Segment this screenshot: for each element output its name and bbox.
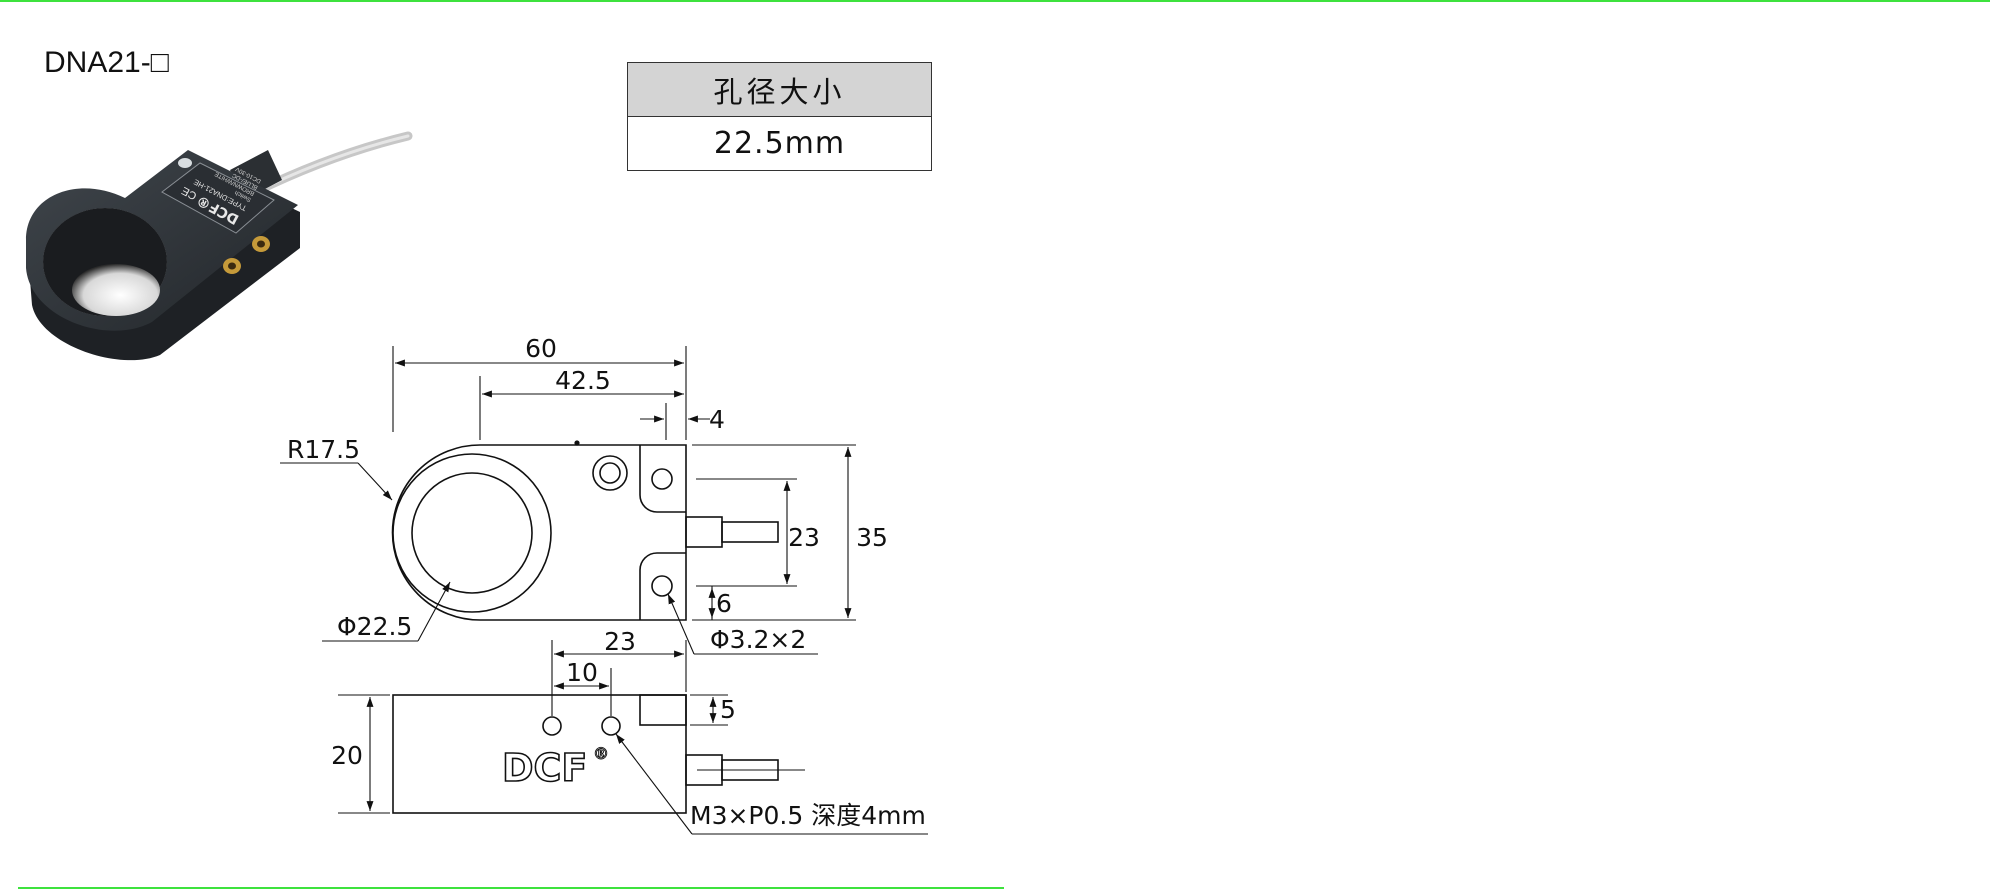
side-view [392, 694, 805, 814]
dim-35: 35 [856, 523, 888, 552]
dim-23-vertical: 23 [788, 523, 820, 552]
spec-table-header: 孔径大小 [627, 62, 932, 117]
side-view-dimensions [338, 640, 928, 835]
dim-60: 60 [525, 334, 557, 363]
dim-20: 20 [331, 741, 363, 770]
led-window [178, 158, 192, 168]
top-green-rule [0, 0, 1990, 2]
top-view-dimensions [280, 346, 856, 655]
model-title: DNA21-□ [44, 46, 169, 79]
side-view-brand-reg: ® [593, 744, 609, 763]
dim-5: 5 [720, 695, 736, 724]
spec-table-value: 22.5mm [627, 116, 932, 171]
thread-spec: M3×P0.5 深度4mm [690, 801, 926, 830]
dim-4: 4 [709, 405, 725, 434]
side-view-brand: DCF [502, 746, 587, 790]
spec-table: 孔径大小 22.5mm [627, 62, 932, 171]
sensor-photo: DCF® CE TYPE:DNA21-HE Switch BROWN/WHITE… [26, 131, 413, 361]
top-view [391, 440, 779, 621]
dim-r17-5: R17.5 [287, 435, 360, 464]
brass-holes [223, 236, 270, 274]
dim-10: 10 [566, 658, 598, 687]
dim-phi-3-2x2: Φ3.2×2 [710, 625, 806, 654]
dim-23-horizontal: 23 [604, 627, 636, 656]
bottom-green-rule [18, 887, 1004, 889]
dim-phi-22-5: Φ22.5 [337, 612, 412, 641]
dim-42-5: 42.5 [555, 366, 611, 395]
dim-6: 6 [716, 589, 732, 618]
